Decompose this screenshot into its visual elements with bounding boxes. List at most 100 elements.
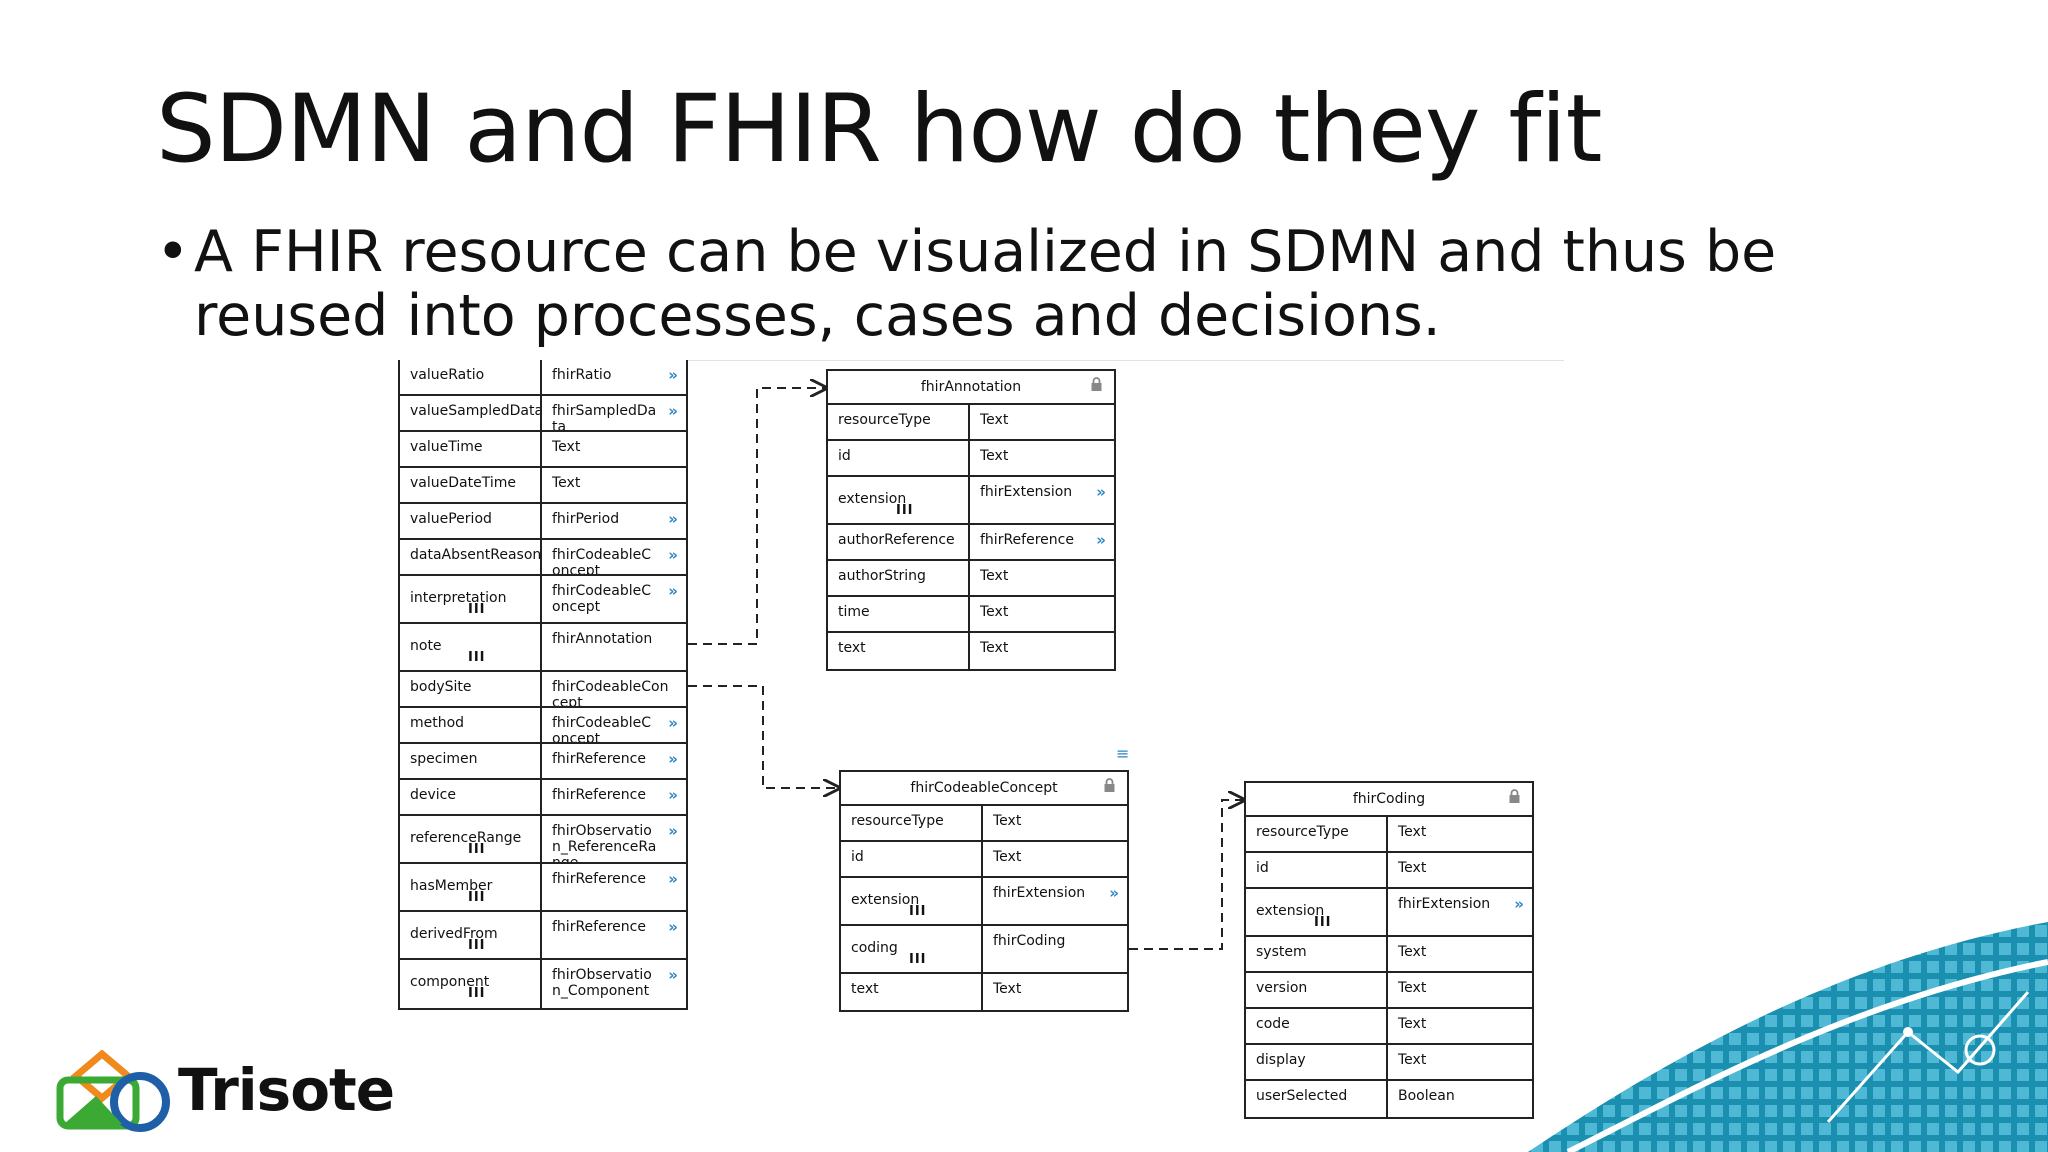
field-type-cell[interactable]: Text (1388, 853, 1532, 887)
field-name-cell[interactable]: valueDateTime (400, 468, 542, 502)
field-type-cell[interactable]: Text (1388, 973, 1532, 1007)
field-type-cell[interactable]: fhirCodeableConcept» (542, 708, 686, 742)
field-name-cell[interactable]: id (828, 441, 970, 475)
field-type-cell[interactable]: Text (1388, 1009, 1532, 1043)
double-chevron-right-icon[interactable]: » (1096, 531, 1106, 549)
field-name-cell[interactable]: specimen (400, 744, 542, 778)
double-chevron-right-icon[interactable]: » (668, 546, 678, 564)
double-chevron-right-icon[interactable]: » (668, 582, 678, 600)
field-type-cell[interactable]: Text (970, 441, 1114, 475)
field-name-cell[interactable]: resourceType (1246, 817, 1388, 851)
field-type-cell[interactable]: fhirExtension» (970, 477, 1114, 523)
field-type-cell[interactable]: fhirReference» (542, 780, 686, 814)
field-type-cell[interactable]: fhirCodeableConcept» (542, 576, 686, 622)
field-type-cell[interactable]: fhirReference» (970, 525, 1114, 559)
field-name-cell[interactable]: id (841, 842, 983, 876)
field-type-cell[interactable]: fhirReference» (542, 864, 686, 910)
double-chevron-right-icon[interactable]: » (668, 966, 678, 984)
field-type-cell[interactable]: fhirPeriod» (542, 504, 686, 538)
double-chevron-right-icon[interactable]: » (1109, 884, 1119, 902)
table-header[interactable]: fhirCodeableConcept (841, 772, 1127, 806)
field-name-cell[interactable]: valueRatio (400, 360, 542, 394)
field-type-cell[interactable]: Text (970, 405, 1114, 439)
field-name-cell[interactable]: version (1246, 973, 1388, 1007)
field-type-cell[interactable]: Text (970, 561, 1114, 595)
field-type-cell[interactable]: Text (983, 842, 1127, 876)
field-name-cell[interactable]: device (400, 780, 542, 814)
field-name-cell[interactable]: dataAbsentReason (400, 540, 542, 574)
field-name-cell[interactable]: valueSampledData (400, 396, 542, 430)
field-type-cell[interactable]: fhirCoding (983, 926, 1127, 972)
hamburger-menu-icon[interactable]: ≡ (1116, 744, 1130, 763)
double-chevron-right-icon[interactable]: » (668, 402, 678, 420)
field-type-cell[interactable]: fhirObservation_ReferenceRange» (542, 816, 686, 862)
field-name-cell[interactable]: display (1246, 1045, 1388, 1079)
field-name-cell[interactable]: system (1246, 937, 1388, 971)
field-type-cell[interactable]: fhirReference» (542, 744, 686, 778)
field-type-cell[interactable]: Text (1388, 1045, 1532, 1079)
double-chevron-right-icon[interactable]: » (668, 918, 678, 936)
field-type-cell[interactable]: Text (1388, 937, 1532, 971)
field-type-cell[interactable]: Text (983, 806, 1127, 840)
field-name-cell[interactable]: authorReference (828, 525, 970, 559)
field-type-cell[interactable]: Boolean (1388, 1081, 1532, 1117)
field-name-cell[interactable]: time (828, 597, 970, 631)
double-chevron-right-icon[interactable]: » (668, 750, 678, 768)
field-type-cell[interactable]: fhirCodeableConcept (542, 672, 686, 706)
double-chevron-right-icon[interactable]: » (668, 870, 678, 888)
double-chevron-right-icon[interactable]: » (668, 366, 678, 384)
field-type-cell[interactable]: fhirAnnotation (542, 624, 686, 670)
double-chevron-right-icon[interactable]: » (1096, 483, 1106, 501)
field-name-cell[interactable]: text (828, 633, 970, 669)
double-chevron-right-icon[interactable]: » (1514, 895, 1524, 913)
field-type-cell[interactable]: fhirSampledData» (542, 396, 686, 430)
field-name-cell[interactable]: resourceType (841, 806, 983, 840)
double-chevron-right-icon[interactable]: » (668, 510, 678, 528)
field-name-cell[interactable]: id (1246, 853, 1388, 887)
field-name-cell[interactable]: valueTime (400, 432, 542, 466)
field-type-cell[interactable]: fhirCodeableConcept» (542, 540, 686, 574)
